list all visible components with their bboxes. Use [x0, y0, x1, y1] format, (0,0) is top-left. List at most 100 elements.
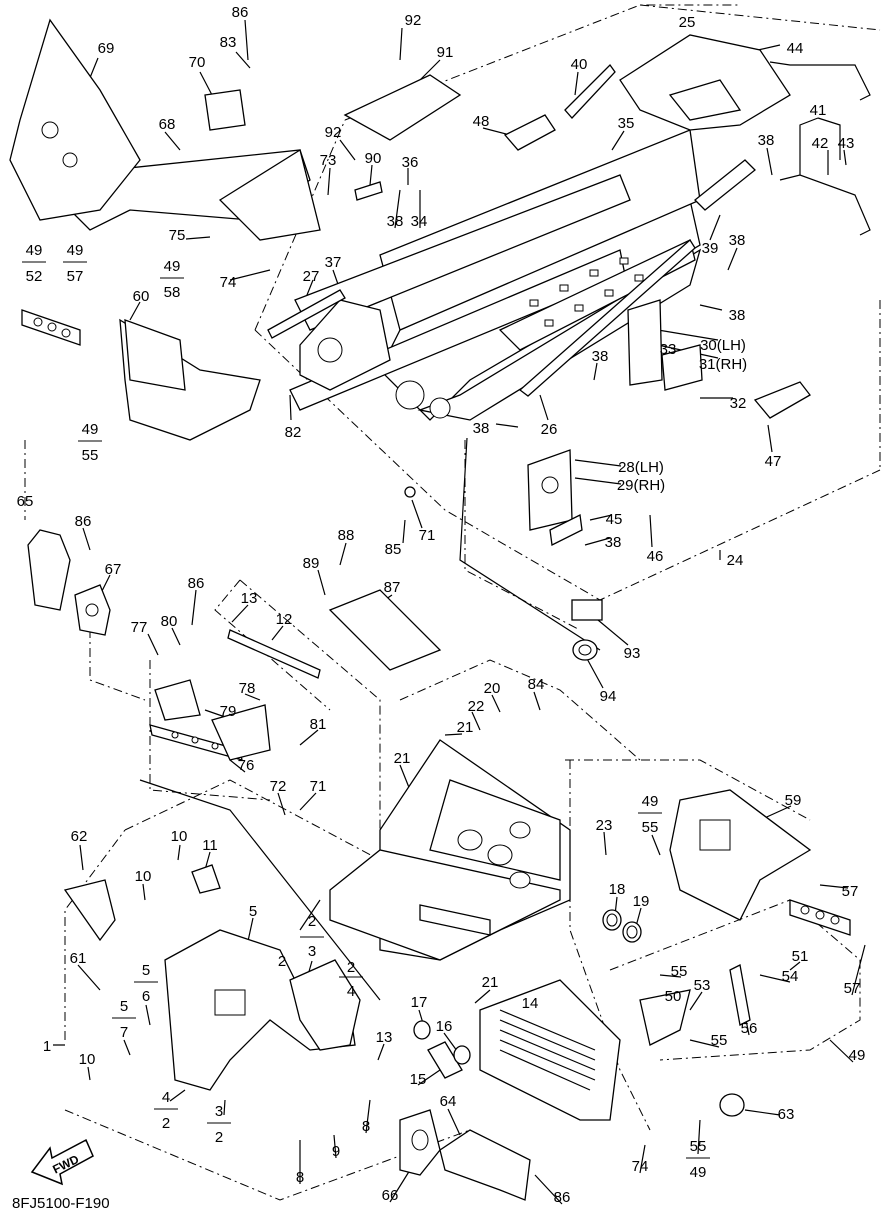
callout-c24: 24	[727, 552, 744, 569]
callout-c13a: 13	[241, 590, 258, 607]
callout-c55d: 55	[711, 1032, 728, 1049]
callout-c10a: 10	[171, 828, 188, 845]
callout-c22: 22	[468, 698, 485, 715]
callout-c2b: 2	[278, 953, 286, 970]
callout-c38e: 38	[592, 348, 609, 365]
callout-c15: 15	[410, 1071, 427, 1088]
radiator-fins	[499, 1009, 596, 1091]
callout-c2e: 2	[215, 1129, 223, 1146]
callout-c88: 88	[338, 527, 355, 544]
callout-c64: 64	[440, 1093, 457, 1110]
callout-c55c: 55	[671, 963, 688, 980]
callout-c92a: 92	[405, 12, 422, 29]
callout-c38d: 38	[729, 307, 746, 324]
callout-c86c: 86	[188, 575, 205, 592]
callout-c21b: 21	[394, 750, 411, 767]
callout-c8a: 8	[362, 1118, 370, 1135]
callout-c14: 14	[522, 995, 539, 1012]
callout-c44: 44	[787, 40, 804, 57]
callout-c18: 18	[609, 881, 626, 898]
callout-c59: 59	[785, 792, 802, 809]
callout-c5b: 5	[142, 962, 150, 979]
callout-c89: 89	[303, 555, 320, 572]
callout-c71b: 71	[310, 778, 327, 795]
callout-c49e: 49	[642, 793, 659, 810]
callout-c67: 67	[105, 561, 122, 578]
callout-c21c: 21	[482, 974, 499, 991]
callout-c47: 47	[765, 453, 782, 470]
callout-c9: 9	[332, 1143, 340, 1160]
callout-c6: 6	[142, 988, 150, 1005]
callout-c41: 41	[810, 102, 827, 119]
callout-c49f: 49	[849, 1047, 866, 1064]
callout-c29: 29(RH)	[617, 477, 665, 494]
callout-c42: 42	[812, 135, 829, 152]
callout-c56: 56	[741, 1020, 758, 1037]
callout-c38g: 38	[605, 534, 622, 551]
callout-c68: 68	[159, 116, 176, 133]
callout-c36: 36	[402, 154, 419, 171]
callout-c21a: 21	[457, 719, 474, 736]
callout-c30: 30(LH)	[700, 337, 746, 354]
callout-c69: 69	[98, 40, 115, 57]
callout-c27: 27	[303, 268, 320, 285]
callout-c19: 19	[633, 893, 650, 910]
callout-c75: 75	[169, 227, 186, 244]
callout-c55a: 55	[82, 447, 99, 464]
callout-c26: 26	[541, 421, 558, 438]
fraction-bars	[22, 261, 710, 1159]
callout-c55e: 55	[690, 1138, 707, 1155]
leader-lines	[53, 19, 866, 1205]
callout-c82: 82	[285, 424, 302, 441]
callout-c90: 90	[365, 150, 382, 167]
callout-c46: 46	[647, 548, 664, 565]
callout-c39: 39	[702, 240, 719, 257]
callout-c4a: 4	[347, 983, 355, 1000]
callout-c86b: 86	[75, 513, 92, 530]
upper-frame-assembly	[9, 18, 871, 661]
callout-c93: 93	[624, 645, 641, 662]
callout-c49g: 49	[690, 1164, 707, 1181]
callout-c86a: 86	[232, 4, 249, 21]
callout-c63: 63	[778, 1106, 795, 1123]
callout-c2c: 2	[347, 959, 355, 976]
callout-c10b: 10	[135, 868, 152, 885]
callout-c45: 45	[606, 511, 623, 528]
callout-c12: 12	[276, 611, 293, 628]
callout-c4b: 4	[162, 1089, 170, 1106]
callout-c54: 54	[782, 968, 799, 985]
callout-c37: 37	[325, 254, 342, 271]
callout-c94: 94	[600, 688, 617, 705]
callout-c62: 62	[71, 828, 88, 845]
callout-c80: 80	[161, 613, 178, 630]
callout-c28: 28(LH)	[618, 459, 664, 476]
callout-c10c: 10	[79, 1051, 96, 1068]
callout-c1: 1	[43, 1038, 51, 1055]
callout-c20: 20	[484, 680, 501, 697]
callout-c13b: 13	[376, 1029, 393, 1046]
callout-c5a: 5	[249, 903, 257, 920]
callout-c70: 70	[189, 54, 206, 71]
callout-c74b: 74	[632, 1158, 649, 1175]
callout-c73: 73	[320, 152, 337, 169]
callout-c81: 81	[310, 716, 327, 733]
callout-c17: 17	[411, 994, 428, 1011]
callout-c38b: 38	[387, 213, 404, 230]
callout-c49a: 49	[26, 242, 43, 259]
callout-c38f: 38	[473, 420, 490, 437]
callout-c53: 53	[694, 977, 711, 994]
callout-c72: 72	[270, 778, 287, 795]
callout-c91: 91	[437, 44, 454, 61]
callout-c86d: 86	[554, 1189, 571, 1206]
callout-c74a: 74	[220, 274, 237, 291]
callout-c57b: 57	[842, 883, 859, 900]
lower-frame-assembly	[27, 529, 851, 1201]
tunnel-holes	[529, 257, 644, 327]
callout-c58: 58	[164, 284, 181, 301]
callout-c57c: 57	[844, 980, 861, 997]
callout-c66: 66	[382, 1187, 399, 1204]
callout-c50: 50	[665, 988, 682, 1005]
callout-c2d: 2	[162, 1115, 170, 1132]
